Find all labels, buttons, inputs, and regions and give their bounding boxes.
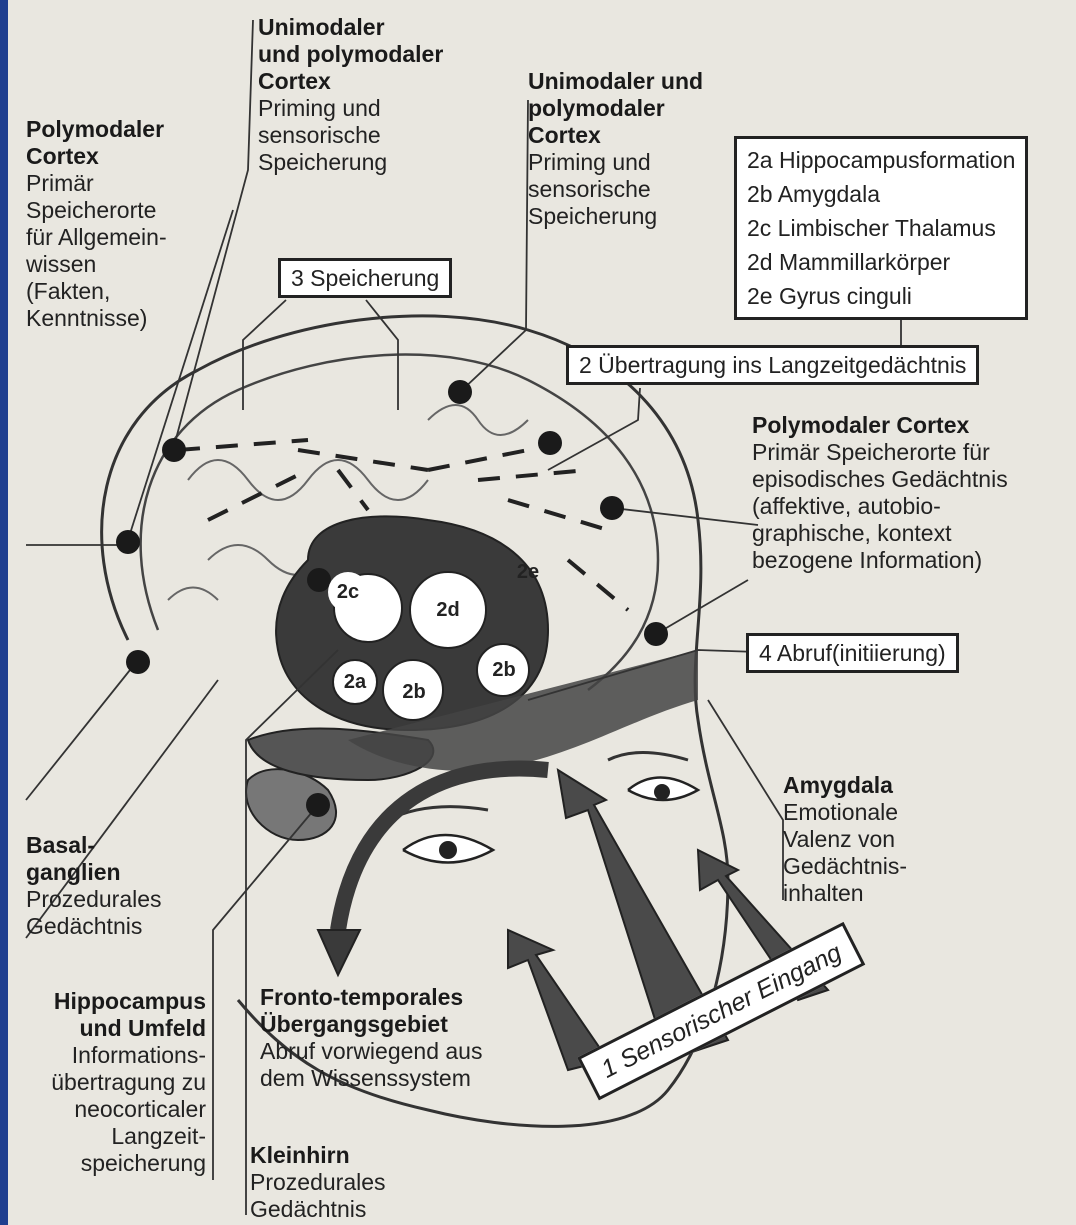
structures-legend-box: 2a Hippocampusformation 2b Amygdala 2c L… xyxy=(734,136,1028,320)
storage-box: 3 Speicherung xyxy=(278,258,452,298)
marker-2b-left: 2b xyxy=(394,672,434,712)
legend-2e: 2e Gyrus cinguli xyxy=(747,279,1015,313)
retrieval-box: 4 Abruf(initiierung) xyxy=(746,633,959,673)
marker-2a: 2a xyxy=(335,662,375,702)
legend-2c: 2c Limbischer Thalamus xyxy=(747,211,1015,245)
marker-2e: 2e xyxy=(508,552,548,592)
label-top-right-cortex: Unimodaler undpolymodalerCortex Priming … xyxy=(528,68,703,230)
legend-2d: 2d Mammillarkörper xyxy=(747,245,1015,279)
label-right-polymodal: Polymodaler Cortex Primär Speicherorte f… xyxy=(752,412,1008,574)
label-fronto-temporal: Fronto-temporalesÜbergangsgebiet Abruf v… xyxy=(260,984,482,1092)
diagram-page: 2c 2d 2e 2a 2b 2b Unimodalerund polymoda… xyxy=(8,0,1076,1225)
label-left-polymodal: PolymodalerCortex PrimärSpeicherortefür … xyxy=(26,116,167,332)
label-amygdala: Amygdala EmotionaleValenz vonGedächtnis-… xyxy=(783,772,907,907)
marker-2c: 2c xyxy=(328,572,368,612)
label-cerebellum: Kleinhirn ProzeduralesGedächtnis xyxy=(250,1142,386,1223)
legend-2b: 2b Amygdala xyxy=(747,177,1015,211)
transfer-box: 2 Übertragung ins Langzeitgedächtnis xyxy=(566,345,979,385)
legend-2a: 2a Hippocampusformation xyxy=(747,143,1015,177)
label-basal-ganglia: Basal-ganglien ProzeduralesGedächtnis xyxy=(26,832,162,940)
marker-2d: 2d xyxy=(428,590,468,630)
label-top-left-cortex: Unimodalerund polymodalerCortex Priming … xyxy=(258,14,443,176)
label-hippocampus: Hippocampusund Umfeld Informations-übert… xyxy=(12,988,206,1177)
marker-2b-right: 2b xyxy=(484,650,524,690)
